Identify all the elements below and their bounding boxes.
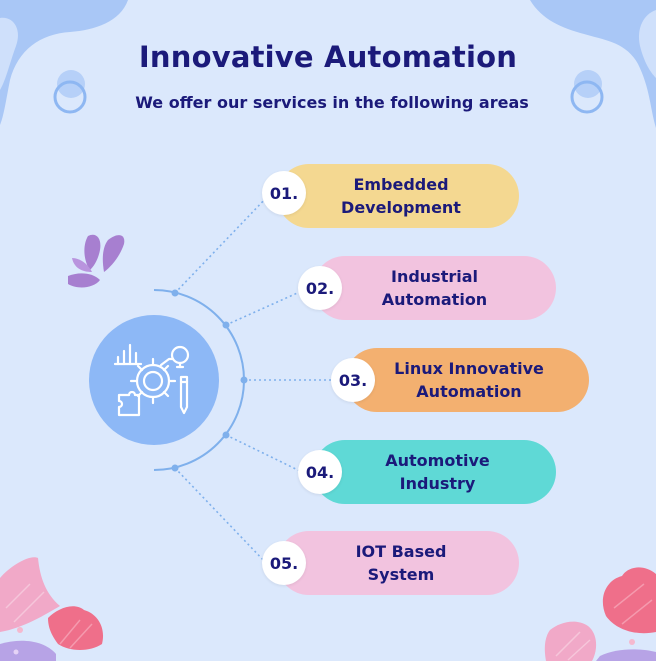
service-pill-3: Linux Innovative Automation [345,348,589,412]
service-label: Linux Innovative Automation [394,359,544,401]
bottom-left-flower-decoration [0,557,104,661]
bottom-right-flower-decoration [544,567,656,661]
service-pill-5: IOT Based System [277,531,519,595]
service-number-badge: 05. [262,541,306,585]
leaf-decoration [68,234,125,288]
page-subtitle: We offer our services in the following a… [135,93,529,112]
service-label: IOT Based System [355,542,447,584]
service-number-badge: 04. [298,450,342,494]
service-label: Industrial Automation [381,267,488,309]
page-title: Innovative Automation [138,40,518,74]
service-pill-4: Automotive Industry [313,440,556,504]
hub-circle [89,315,219,445]
service-pill-1: Embedded Development [277,164,519,228]
service-pill-2: Industrial Automation [313,256,556,320]
service-label: Embedded Development [341,175,461,217]
service-number-badge: 03. [331,358,375,402]
service-number-badge: 01. [262,171,306,215]
automation-gear-icon [113,343,190,417]
top-left-decoration [0,0,128,125]
service-label: Automotive Industry [385,451,490,493]
top-right-decoration [530,0,656,128]
service-number-badge: 02. [298,266,342,310]
